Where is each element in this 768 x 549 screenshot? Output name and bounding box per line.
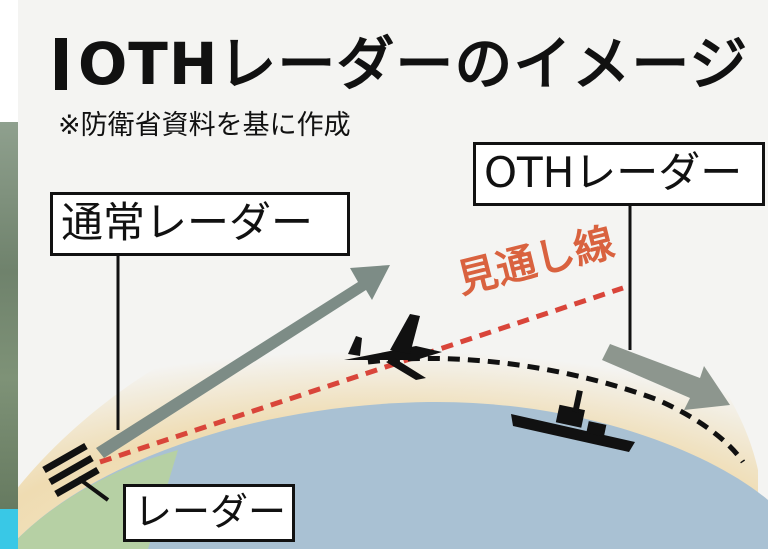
oth-beam-arrow — [602, 344, 730, 410]
title-accent-bar — [55, 38, 67, 90]
background-photo-strip — [0, 122, 18, 549]
radar-antenna-icon — [42, 442, 110, 502]
background-cyan-strip — [0, 509, 18, 549]
normal-radar-label: 通常レーダー — [50, 192, 350, 256]
normal-radar-beam-arrow — [96, 265, 390, 458]
oth-radar-label: OTHレーダー — [473, 142, 765, 206]
radar-label: レーダー — [123, 484, 295, 542]
diagram-title: OTHレーダーのイメージ — [78, 30, 749, 98]
line-of-sight — [99, 285, 624, 465]
fighter-jet-icon — [344, 314, 442, 380]
diagram-panel: OTHレーダーのイメージ ※防衛省資料を基に作成 通常レーダー OTHレーダー … — [18, 0, 768, 549]
oth-beam-path — [367, 355, 746, 464]
warship-icon — [511, 389, 635, 452]
diagram-subtitle: ※防衛省資料を基に作成 — [58, 110, 351, 141]
